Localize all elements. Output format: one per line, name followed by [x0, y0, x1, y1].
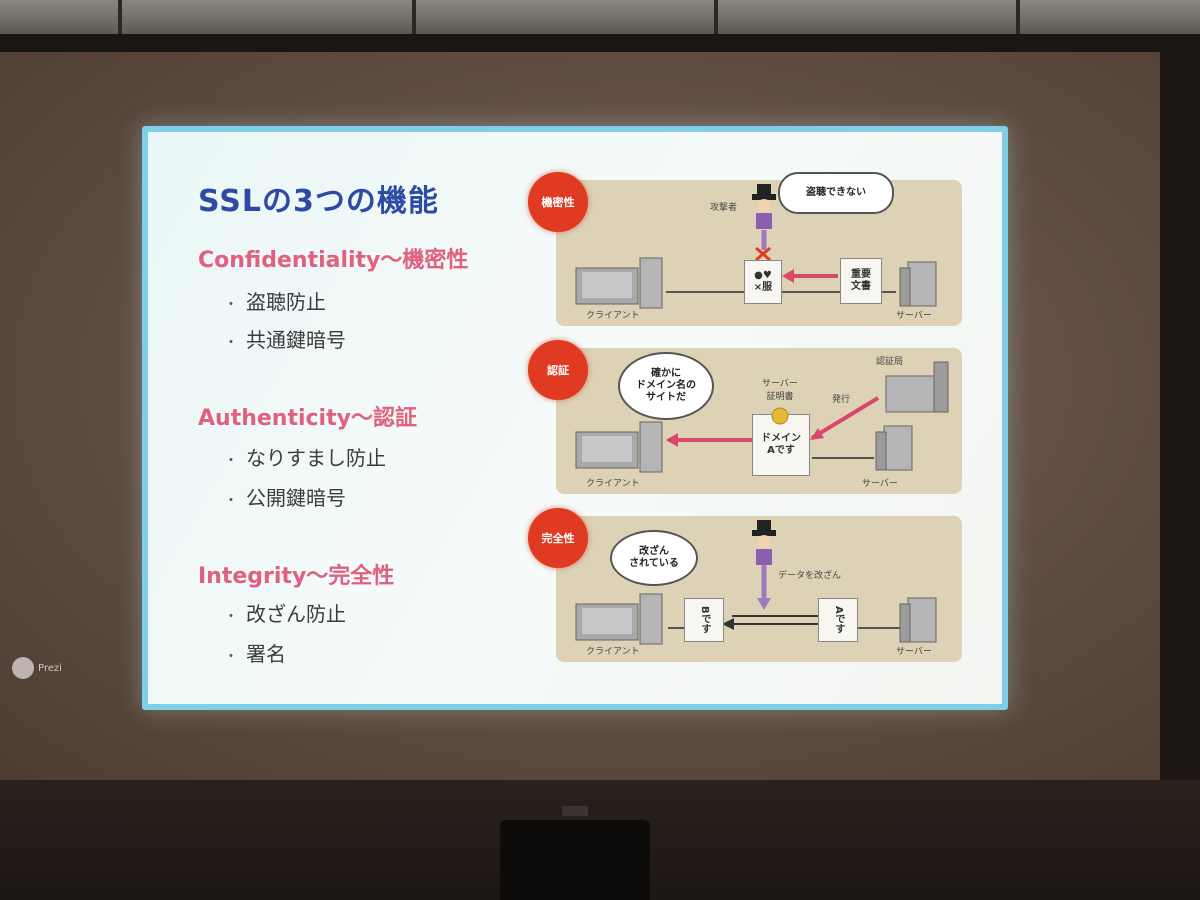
- attacker-icon: [752, 520, 776, 565]
- issuer-label: 認証局: [876, 357, 904, 367]
- ceiling-shadow: [0, 34, 1200, 56]
- prezi-logo-icon: [12, 657, 34, 679]
- badge-confidentiality: 機密性: [528, 172, 588, 232]
- speech-bubble: 盗聴できない: [778, 172, 894, 214]
- badge-integrity: 完全性: [528, 508, 588, 568]
- slide: SSLの3つの機能 Confidentiality～機密性 ・盗聴防止 ・共通鍵…: [142, 126, 1008, 710]
- ceiling-seam: [118, 0, 122, 34]
- server-icon: [875, 425, 913, 471]
- original-document: Aです: [818, 598, 858, 642]
- feature-item: ・署名: [224, 642, 286, 666]
- tampered-document: Bです: [684, 598, 724, 642]
- diagram-lines: [666, 230, 896, 293]
- certificate-label: サーバー 証明書: [762, 379, 798, 402]
- diagram-authenticity: 確かに ドメイン名の サイトだ サーバー 証明書 認証局 発行 ドメイン Aです…: [556, 348, 962, 494]
- speech-bubble: 確かに ドメイン名の サイトだ: [618, 352, 714, 420]
- feature-item: ・盗聴防止: [224, 290, 326, 314]
- feature-item: ・共通鍵暗号: [224, 328, 346, 352]
- diagram-confidentiality: 攻撃者 盗聴できない ●♥ ×服 重要 文書 クライアント サーバー: [556, 172, 962, 326]
- speech-bubble: 改ざん されている: [610, 530, 698, 586]
- server-label: サーバー: [896, 647, 932, 657]
- seal-icon: [771, 407, 789, 425]
- original-document: 重要 文書: [840, 258, 882, 304]
- attacker-icon: [752, 184, 776, 229]
- client-computer-icon: [575, 593, 663, 645]
- slide-title: SSLの3つの機能: [198, 184, 439, 219]
- server-label: サーバー: [862, 479, 898, 489]
- attacker-label: 攻撃者: [710, 203, 738, 213]
- ceiling-seam: [412, 0, 416, 34]
- server-label: サーバー: [896, 311, 932, 321]
- encrypted-document: ●♥ ×服: [744, 260, 782, 304]
- feature-item: ・なりすまし防止: [224, 446, 386, 470]
- badge-authenticity: 認証: [528, 340, 588, 400]
- feature-heading-authenticity: Authenticity～認証: [198, 406, 417, 431]
- feature-heading-confidentiality: Confidentiality～機密性: [198, 248, 469, 273]
- certificate-authority-icon: [885, 361, 949, 413]
- server-icon: [899, 261, 937, 307]
- ceiling-seam: [714, 0, 718, 34]
- server-icon: [899, 597, 937, 643]
- client-label: クライアント: [586, 311, 640, 321]
- issue-label: 発行: [832, 395, 851, 405]
- client-computer-icon: [575, 421, 663, 473]
- client-computer-icon: [575, 257, 663, 309]
- diagram-lines: [668, 562, 900, 630]
- feature-item: ・改ざん防止: [224, 602, 346, 626]
- projector: [500, 820, 650, 900]
- certificate-document: ドメイン Aです: [752, 414, 810, 476]
- feature-item: ・公開鍵暗号: [224, 486, 346, 510]
- diagram-lines: [666, 396, 880, 459]
- feature-heading-integrity: Integrity～完全性: [198, 564, 395, 589]
- ceiling-seam: [1016, 0, 1020, 34]
- diagram-integrity: 改ざん されている データを改ざん Bです Aです クライアント サーバー: [556, 516, 962, 662]
- client-label: クライアント: [586, 479, 640, 489]
- ceiling: [0, 0, 1200, 34]
- prezi-logo-text: Prezi: [38, 662, 62, 674]
- tamper-label: データを改ざん: [778, 571, 842, 581]
- projector-logo: [562, 806, 588, 816]
- client-label: クライアント: [586, 647, 640, 657]
- prezi-logo: Prezi: [12, 657, 62, 679]
